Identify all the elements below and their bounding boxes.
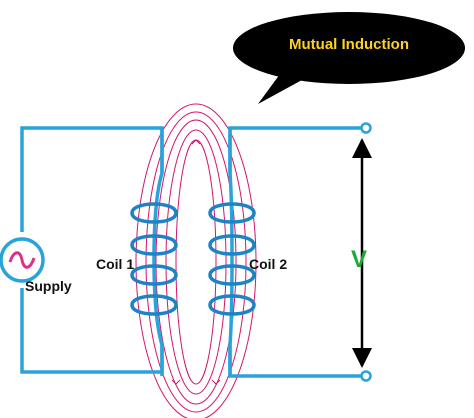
coil-turn xyxy=(130,202,178,224)
coil-turn xyxy=(130,294,178,316)
terminal-top xyxy=(360,122,372,134)
coil-lead-wire xyxy=(228,128,234,376)
coil-2 xyxy=(208,128,256,376)
flux-line xyxy=(145,111,247,413)
flux-line xyxy=(175,139,217,385)
coil-1-label: Coil 1 xyxy=(96,256,135,272)
supply-label: Supply xyxy=(25,278,72,294)
coil-turn xyxy=(208,234,256,256)
flux-lines xyxy=(135,103,257,418)
flux-line xyxy=(165,129,227,395)
voltage-label: V xyxy=(351,246,368,273)
primary-circuit-wire xyxy=(20,126,164,374)
coil-1 xyxy=(130,128,178,376)
coil-lead-wire xyxy=(152,128,164,376)
coil-turn xyxy=(208,264,256,286)
diagram-title: Mutual Induction xyxy=(289,36,409,53)
coil-turn xyxy=(130,234,178,256)
coil-turn xyxy=(130,264,178,286)
coil-turn xyxy=(208,202,256,224)
terminal-bottom xyxy=(360,370,372,382)
flux-line xyxy=(155,119,237,405)
flux-arrow-icon xyxy=(191,139,201,145)
title-bubble xyxy=(233,12,465,104)
flux-arrow-icon xyxy=(211,379,221,385)
bubble-tail xyxy=(258,74,302,104)
coil-2-label: Coil 2 xyxy=(249,256,288,272)
flux-arrow-icon xyxy=(171,379,181,385)
flux-line xyxy=(135,103,257,418)
bubble-body xyxy=(233,12,465,84)
coil-turn xyxy=(208,294,256,316)
ac-supply xyxy=(0,237,45,283)
sine-wave-icon xyxy=(8,251,36,269)
